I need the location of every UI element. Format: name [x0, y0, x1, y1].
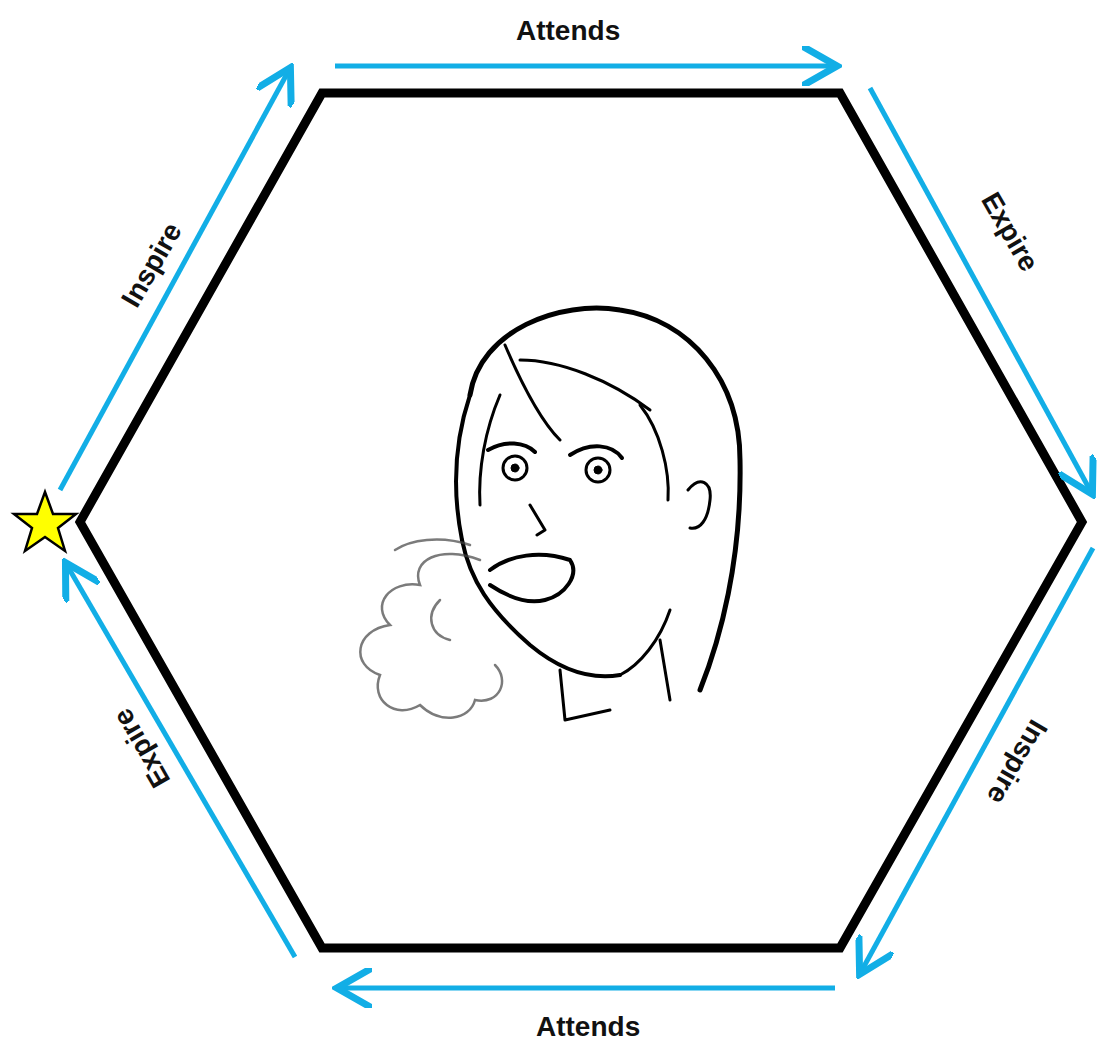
cycle-arrows: [60, 66, 1093, 988]
flow-arrow: [335, 64, 832, 69]
breath-cloud: [360, 540, 502, 718]
flow-arrow: [342, 986, 835, 991]
step-label: Attends: [516, 15, 620, 47]
step-label: Attends: [536, 1011, 640, 1043]
flow-arrow: [870, 88, 1090, 490]
step-label: Expire: [975, 187, 1046, 277]
flow-arrow: [862, 548, 1093, 970]
flow-arrow: [68, 567, 295, 957]
flow-arrow: [60, 72, 288, 490]
step-label: Inspire: [980, 714, 1054, 810]
hexagon-outline: [80, 93, 1082, 948]
start-star: [14, 492, 76, 551]
breathing-face: [456, 308, 740, 720]
step-label: Expire: [107, 703, 178, 793]
step-label: Inspire: [115, 217, 189, 313]
